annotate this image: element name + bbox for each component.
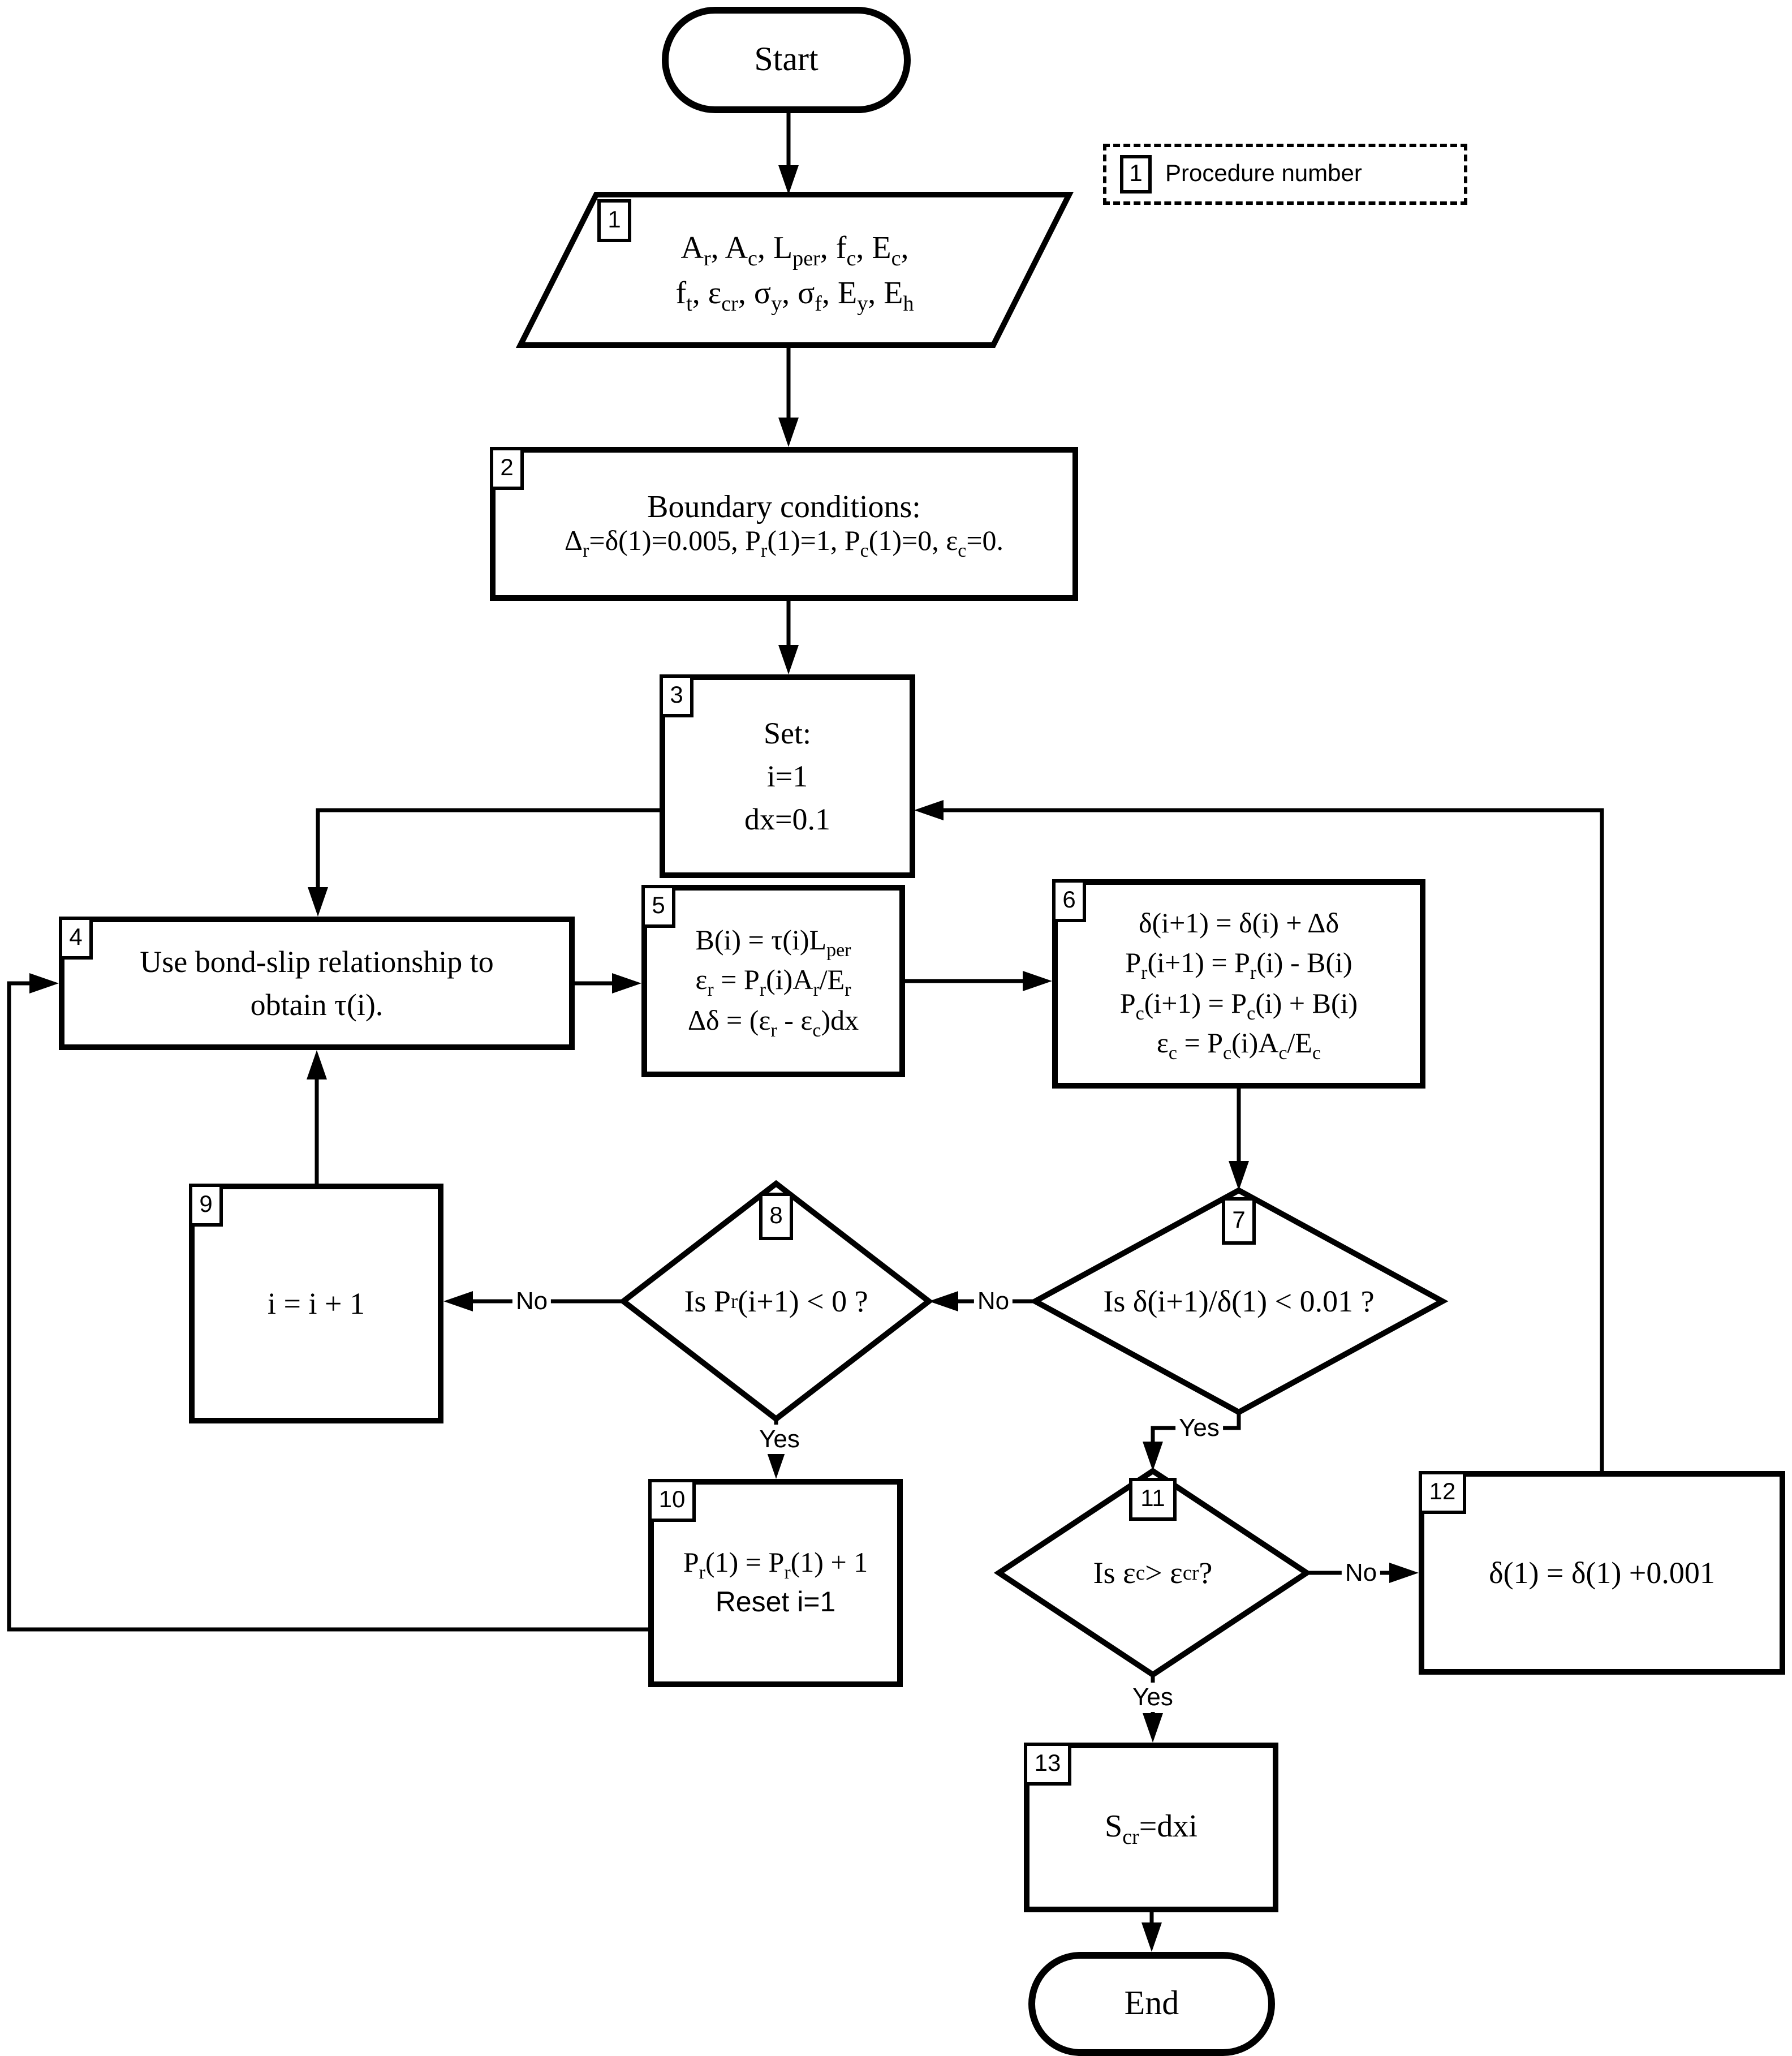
procedure-number-chip-10: 10 [648,1479,696,1522]
box-crack-spacing-result: 13 Scr=dxi [1024,1743,1278,1912]
box3-line-1: Set: [763,716,811,750]
end-terminal: End [1028,1952,1275,2056]
arrowhead-into-box12 [1389,1563,1419,1583]
box3-line-3: dx=0.1 [744,802,830,837]
box12-line-1: δ(1) = δ(1) +0.001 [1489,1555,1715,1590]
box3-line-2: i=1 [766,759,808,793]
decision11-diamond-shape [993,1468,1312,1678]
procedure-number-chip-1: 1 [597,199,631,242]
procedure-number-chip-13: 13 [1024,1743,1071,1786]
box5-line-1: B(i) = τ(i)Lper [695,925,851,961]
arrowhead-into-box3-top [778,645,799,674]
edge-label-yes-dec7-dec11: Yes [1175,1413,1223,1443]
edge-label-no-dec8-box9: No [512,1287,552,1316]
decision-delta-ratio-text: Is δ(i+1)/δ(1) < 0.01 ? [1103,1284,1375,1318]
box6-line-4: εc = Pc(i)Ac/Ec [1156,1029,1321,1064]
input-parallelogram-shape [515,192,1074,348]
arrowhead-into-dec8 [929,1291,958,1311]
box6-line-3: Pc(i+1) = Pc(i) + B(i) [1119,988,1358,1023]
start-terminal: Start [662,7,911,113]
box13-line-1: Scr=dxi [1105,1809,1197,1850]
box-bond-force-equations: 5 B(i) = τ(i)Lper εr = Pr(i)Ar/Er Δδ = (… [641,885,905,1077]
procedure-number-chip-8: 8 [759,1193,793,1240]
box-set-counters: 3 Set: i=1 dx=0.1 [660,674,915,878]
arrowhead-into-end [1141,1922,1162,1952]
box5-line-3: Δδ = (εr - εc)dx [687,1005,859,1041]
box4-line-2: obtain τ(i). [250,988,384,1022]
arrowhead-into-box6 [1023,971,1052,991]
input-parameters-text: Ar, Ac, Lper, fc, Ec, ft, εcr, σy, σf, E… [520,204,1069,339]
box5-line-2: εr = Pr(i)Ar/Er [695,965,851,1001]
decision7-diamond-shape [1029,1187,1449,1416]
connector-box3-to-box4 [316,808,660,887]
arrowhead-into-box5 [612,973,641,993]
arrowhead-into-box4-bottom [307,1050,327,1079]
arrowhead-into-box4-left [29,973,59,993]
start-label: Start [754,41,819,78]
box4-line-1: Use bond-slip relationship to [140,944,494,979]
arrowhead-into-box3-right [914,800,944,820]
box2-line-1: Boundary conditions: [647,490,921,525]
box10-line-1: Pr(1) = Pr(1) + 1 [683,1547,868,1582]
box-bond-slip: 4 Use bond-slip relationship to obtain τ… [59,917,575,1050]
procedure-number-chip-2: 2 [490,447,524,490]
procedure-number-chip-6: 6 [1052,879,1086,922]
legend-number-chip: 1 [1120,155,1152,193]
edge-label-no-dec11-box12: No [1341,1558,1381,1588]
arrowhead-into-box2 [778,418,799,447]
arrowhead-into-box4-top [308,887,328,917]
end-label: End [1124,1985,1179,2022]
input-line-2: ft, εcr, σy, σf, Ey, Eh [675,276,914,317]
decision8-diamond-shape [618,1180,934,1423]
procedure-number-chip-4: 4 [59,917,93,960]
edge-label-yes-dec8-box10: Yes [756,1425,803,1454]
edge-label-no-dec7-dec8: No [973,1287,1013,1316]
procedure-number-chip-11: 11 [1129,1478,1177,1521]
arrowhead-into-input [778,165,799,195]
procedure-number-chip-5: 5 [641,885,675,928]
procedure-number-chip-7: 7 [1222,1197,1256,1245]
arrowhead-into-dec7 [1229,1161,1249,1190]
box-increment-pr-reset: 10 Pr(1) = Pr(1) + 1 Reset i=1 [648,1479,903,1687]
procedure-number-chip-9: 9 [189,1184,223,1227]
box-boundary-conditions: 2 Boundary conditions: Δr=δ(1)=0.005, Pr… [490,447,1078,601]
arrowhead-into-box13 [1143,1713,1163,1743]
procedure-number-chip-3: 3 [660,674,693,717]
box10-line-2: Reset i=1 [715,1586,836,1618]
box-increment-delta: 12 δ(1) = δ(1) +0.001 [1419,1471,1785,1675]
arrowhead-into-box10 [766,1449,786,1479]
arrowhead-into-box9 [443,1291,473,1311]
arrowhead-into-dec11 [1143,1442,1163,1471]
box2-line-2: Δr=δ(1)=0.005, Pr(1)=1, Pc(1)=0, εc=0. [564,526,1004,561]
connector-box12-loop-to-box3 [941,808,1604,1471]
edge-label-yes-dec11-box13: Yes [1129,1683,1177,1712]
box-increment-i: 9 i = i + 1 [189,1184,443,1423]
box9-line-1: i = i + 1 [268,1286,365,1321]
procedure-number-chip-12: 12 [1419,1471,1466,1514]
box6-line-1: δ(i+1) = δ(i) + Δδ [1138,908,1339,939]
legend-procedure-number: 1 Procedure number [1103,144,1467,205]
box-update-equations: 6 δ(i+1) = δ(i) + Δδ Pr(i+1) = Pr(i) - B… [1052,879,1425,1089]
box6-line-2: Pr(i+1) = Pr(i) - B(i) [1125,948,1352,983]
legend-label: Procedure number [1165,161,1362,187]
connector-box10-loop-to-box4 [7,981,648,1632]
input-line-1: Ar, Ac, Lper, fc, Ec, [680,231,909,272]
